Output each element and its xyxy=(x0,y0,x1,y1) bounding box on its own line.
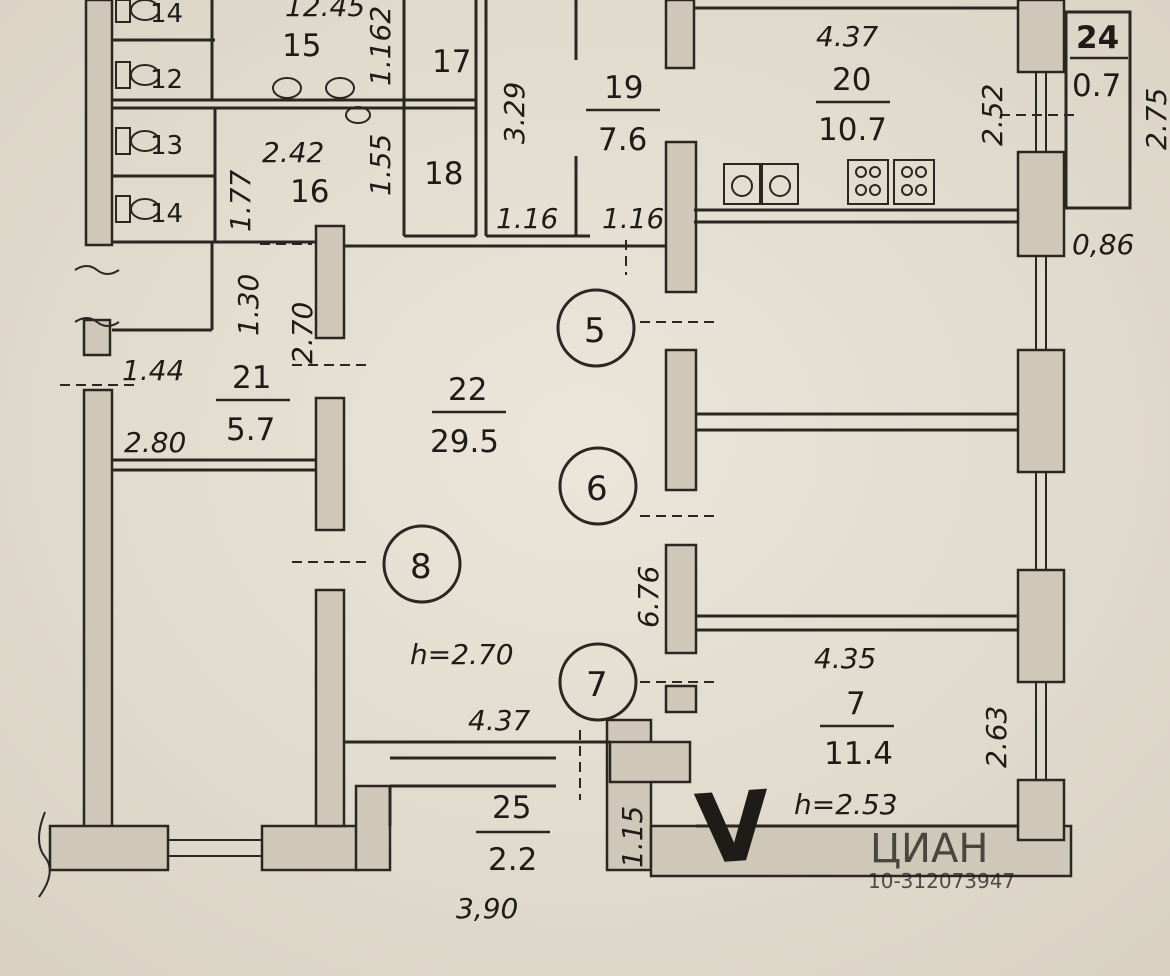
circled-number: 7 xyxy=(586,665,608,705)
watermark: ЦИАН 10-312073947 xyxy=(868,826,1015,893)
room-16-area: 2.42 xyxy=(262,136,324,169)
dimension-label: 1.77 xyxy=(224,169,257,232)
watermark-code: 10-312073947 xyxy=(868,869,1015,893)
toilet-icon xyxy=(115,0,160,23)
wc-label: 12 xyxy=(150,65,183,95)
dimension-label: 2.52 xyxy=(976,84,1009,146)
dimension-label: 1.162 xyxy=(364,6,397,86)
room-25-area: 2.2 xyxy=(488,842,537,878)
room-7-area: 11.4 xyxy=(824,736,893,772)
dimension-label: 1.55 xyxy=(364,134,397,196)
dimension-labels: 1.162 1.55 1.77 3.29 1.16 1.16 4.37 2.52… xyxy=(122,6,1170,925)
dimension-label: 1.15 xyxy=(616,806,649,868)
room-18-number: 18 xyxy=(424,156,463,192)
toilet-icon xyxy=(115,195,160,223)
ceiling-height-room7: h=2.53 xyxy=(794,788,898,821)
dimension-label: 3,90 xyxy=(456,892,518,925)
dimension-label: 2.75 xyxy=(1140,88,1170,150)
dimension-label: 2.63 xyxy=(980,706,1013,768)
room-20-area: 10.7 xyxy=(818,112,887,148)
dimension-label: 6.76 xyxy=(632,566,665,628)
room-24-number: 24 xyxy=(1076,20,1119,56)
hand-drawn-marker: V xyxy=(692,770,774,887)
walls xyxy=(48,0,1132,878)
wc-label: 13 xyxy=(150,131,183,161)
room-22-area: 29.5 xyxy=(430,424,499,460)
toilet-icon xyxy=(115,127,160,155)
kitchen-fixtures xyxy=(723,159,935,205)
break-marks xyxy=(38,265,120,898)
partitions xyxy=(112,0,1018,828)
dimension-label: 4.37 xyxy=(816,20,879,53)
room-16-number: 16 xyxy=(290,174,329,210)
room-25-number: 25 xyxy=(492,790,531,826)
dimension-label: 2.80 xyxy=(124,426,186,459)
toilet-icon xyxy=(272,77,371,124)
dimension-label: 1.16 xyxy=(496,202,558,235)
room-17-number: 17 xyxy=(432,44,471,80)
room-7-number: 7 xyxy=(846,686,866,722)
room-22-number: 22 xyxy=(448,372,487,408)
room-21-area: 5.7 xyxy=(226,412,275,448)
dimension-label: 4.35 xyxy=(814,642,876,675)
ceiling-height-main: h=2.70 xyxy=(410,638,514,671)
dimension-label: 0,86 xyxy=(1072,228,1134,261)
dimension-label: 3.29 xyxy=(498,82,531,144)
dimension-label: 4.37 xyxy=(468,704,531,737)
windows xyxy=(168,72,1047,857)
wc-label: 14 xyxy=(150,0,183,29)
circled-number: 8 xyxy=(410,547,432,587)
circled-markers: 5 6 8 7 xyxy=(382,288,638,722)
door-marks xyxy=(60,114,1080,800)
circled-number: 5 xyxy=(584,311,606,351)
room-20-number: 20 xyxy=(832,62,871,98)
room-19-area: 7.6 xyxy=(598,122,647,158)
room-21-number: 21 xyxy=(232,360,271,396)
dimension-label: 2.70 xyxy=(286,302,319,364)
wc-label: 14 xyxy=(150,199,183,229)
toilet-icon xyxy=(115,61,160,89)
dimension-label: 1.30 xyxy=(232,274,265,336)
dimension-label: 1.16 xyxy=(602,202,664,235)
toilet-icons xyxy=(115,0,371,223)
room-24-area: 0.7 xyxy=(1072,68,1121,104)
room-labels: 14 12 13 14 12.45 15 2.42 16 17 18 19 7.… xyxy=(150,0,1128,878)
room-15-number: 15 xyxy=(282,28,321,64)
room-19-number: 19 xyxy=(604,70,643,106)
circled-number: 6 xyxy=(586,469,608,509)
watermark-brand: ЦИАН xyxy=(870,826,988,872)
dimension-label: 1.44 xyxy=(122,354,184,387)
room-15-area: 12.45 xyxy=(285,0,365,23)
